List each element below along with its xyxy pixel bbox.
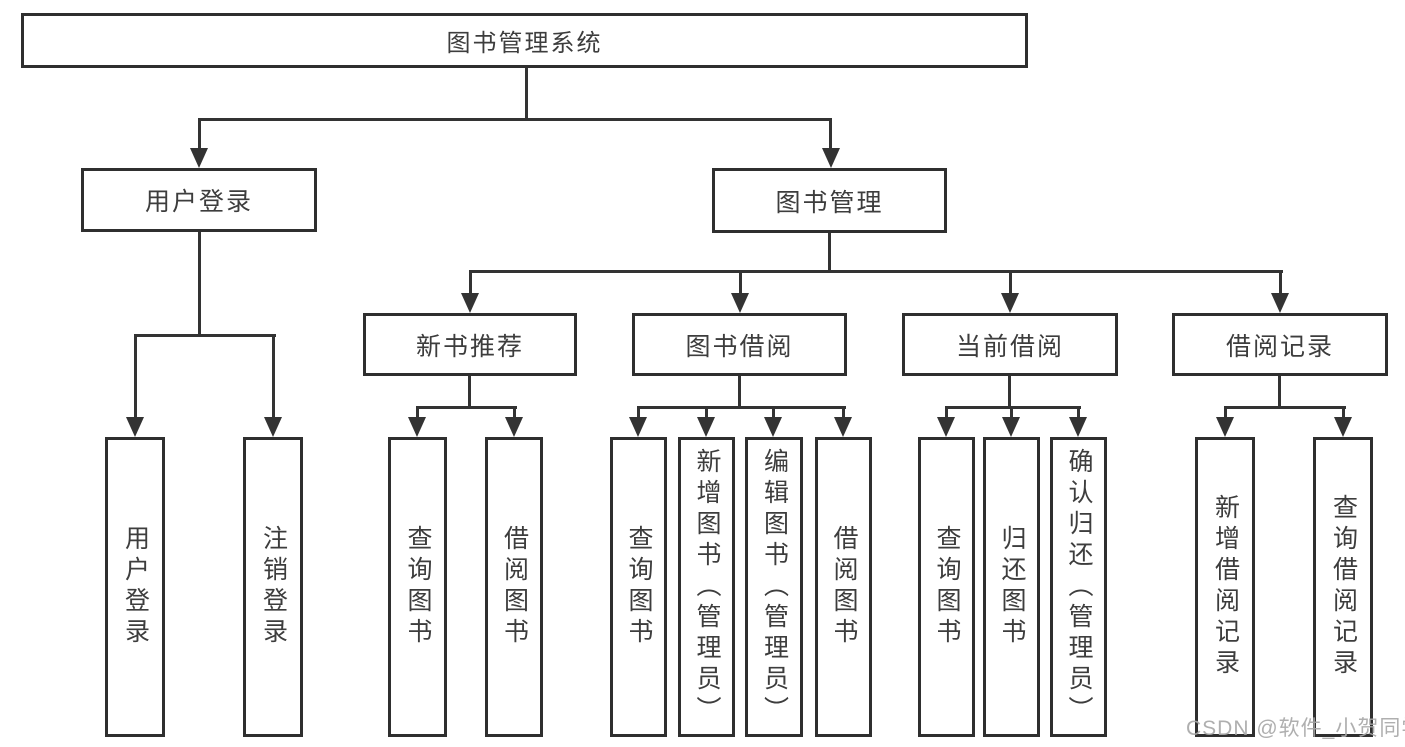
arrow-down-icon: [629, 417, 647, 437]
connector-line: [637, 406, 846, 409]
connector-line: [829, 118, 832, 151]
connector-line: [945, 406, 948, 419]
connector-line: [1010, 406, 1013, 419]
arrow-down-icon: [1334, 417, 1352, 437]
connector-line: [468, 376, 471, 408]
node-borrowing-records: 借阅记录: [1172, 313, 1388, 376]
leaf-borrowing-query-books: 查询图书: [610, 437, 667, 737]
arrow-down-icon: [764, 417, 782, 437]
leaf-newbooks-borrow-books: 借阅图书: [485, 437, 543, 737]
watermark: CSDN @软件_小贺同学: [1186, 717, 1405, 740]
node-new-book-recommendation: 新书推荐: [363, 313, 577, 376]
node-book-borrowing: 图书借阅: [632, 313, 847, 376]
connector-line: [705, 406, 708, 419]
arrow-down-icon: [264, 417, 282, 437]
arrow-down-icon: [731, 293, 749, 313]
connector-line: [469, 270, 472, 295]
connector-line: [738, 376, 741, 408]
leaf-borrowing-edit-books-admin: 编辑图书（管理员）: [745, 437, 803, 737]
leaf-user-login: 用户登录: [105, 437, 165, 737]
connector-line: [945, 406, 1081, 409]
connector-line: [525, 68, 528, 118]
connector-line: [828, 233, 831, 272]
leaf-current-query-books: 查询图书: [918, 437, 975, 737]
connector-line: [513, 406, 516, 419]
arrow-down-icon: [834, 417, 852, 437]
leaf-records-query-record: 查询借阅记录: [1313, 437, 1373, 737]
connector-line: [134, 334, 137, 419]
connector-line: [772, 406, 775, 419]
node-book-management: 图书管理: [712, 168, 947, 233]
connector-line: [1279, 270, 1282, 295]
connector-line: [416, 406, 517, 409]
arrow-down-icon: [1002, 417, 1020, 437]
connector-line: [637, 406, 640, 419]
leaf-newbooks-query-books: 查询图书: [388, 437, 447, 737]
leaf-current-return-books: 归还图书: [983, 437, 1040, 737]
connector-line: [198, 118, 832, 121]
connector-line: [134, 334, 276, 337]
connector-line: [272, 334, 275, 419]
connector-line: [1342, 406, 1345, 419]
connector-line: [842, 406, 845, 419]
leaf-borrowing-add-books-admin: 新增图书（管理员）: [678, 437, 735, 737]
connector-line: [1224, 406, 1346, 409]
connector-line: [1009, 270, 1012, 295]
arrow-down-icon: [1271, 293, 1289, 313]
node-library-system: 图书管理系统: [21, 13, 1028, 68]
leaf-current-confirm-return-admin: 确认归还（管理员）: [1050, 437, 1107, 737]
connector-line: [739, 270, 742, 295]
connector-line: [1224, 406, 1227, 419]
arrow-down-icon: [697, 417, 715, 437]
leaf-records-add-record: 新增借阅记录: [1195, 437, 1255, 737]
arrow-down-icon: [822, 148, 840, 168]
arrow-down-icon: [461, 293, 479, 313]
leaf-borrowing-borrow-books: 借阅图书: [815, 437, 872, 737]
arrow-down-icon: [937, 417, 955, 437]
node-current-borrowing: 当前借阅: [902, 313, 1118, 376]
connector-line: [198, 118, 201, 151]
arrow-down-icon: [1216, 417, 1234, 437]
leaf-logout: 注销登录: [243, 437, 303, 737]
arrow-down-icon: [1069, 417, 1087, 437]
connector-line: [1278, 376, 1281, 408]
connector-line: [416, 406, 419, 419]
connector-line: [1008, 376, 1011, 408]
arrow-down-icon: [408, 417, 426, 437]
connector-line: [198, 232, 201, 336]
arrow-down-icon: [1001, 293, 1019, 313]
arrow-down-icon: [190, 148, 208, 168]
arrow-down-icon: [505, 417, 523, 437]
arrow-down-icon: [126, 417, 144, 437]
connector-line: [1077, 406, 1080, 419]
connector-line: [469, 270, 1283, 273]
node-user-login: 用户登录: [81, 168, 317, 232]
